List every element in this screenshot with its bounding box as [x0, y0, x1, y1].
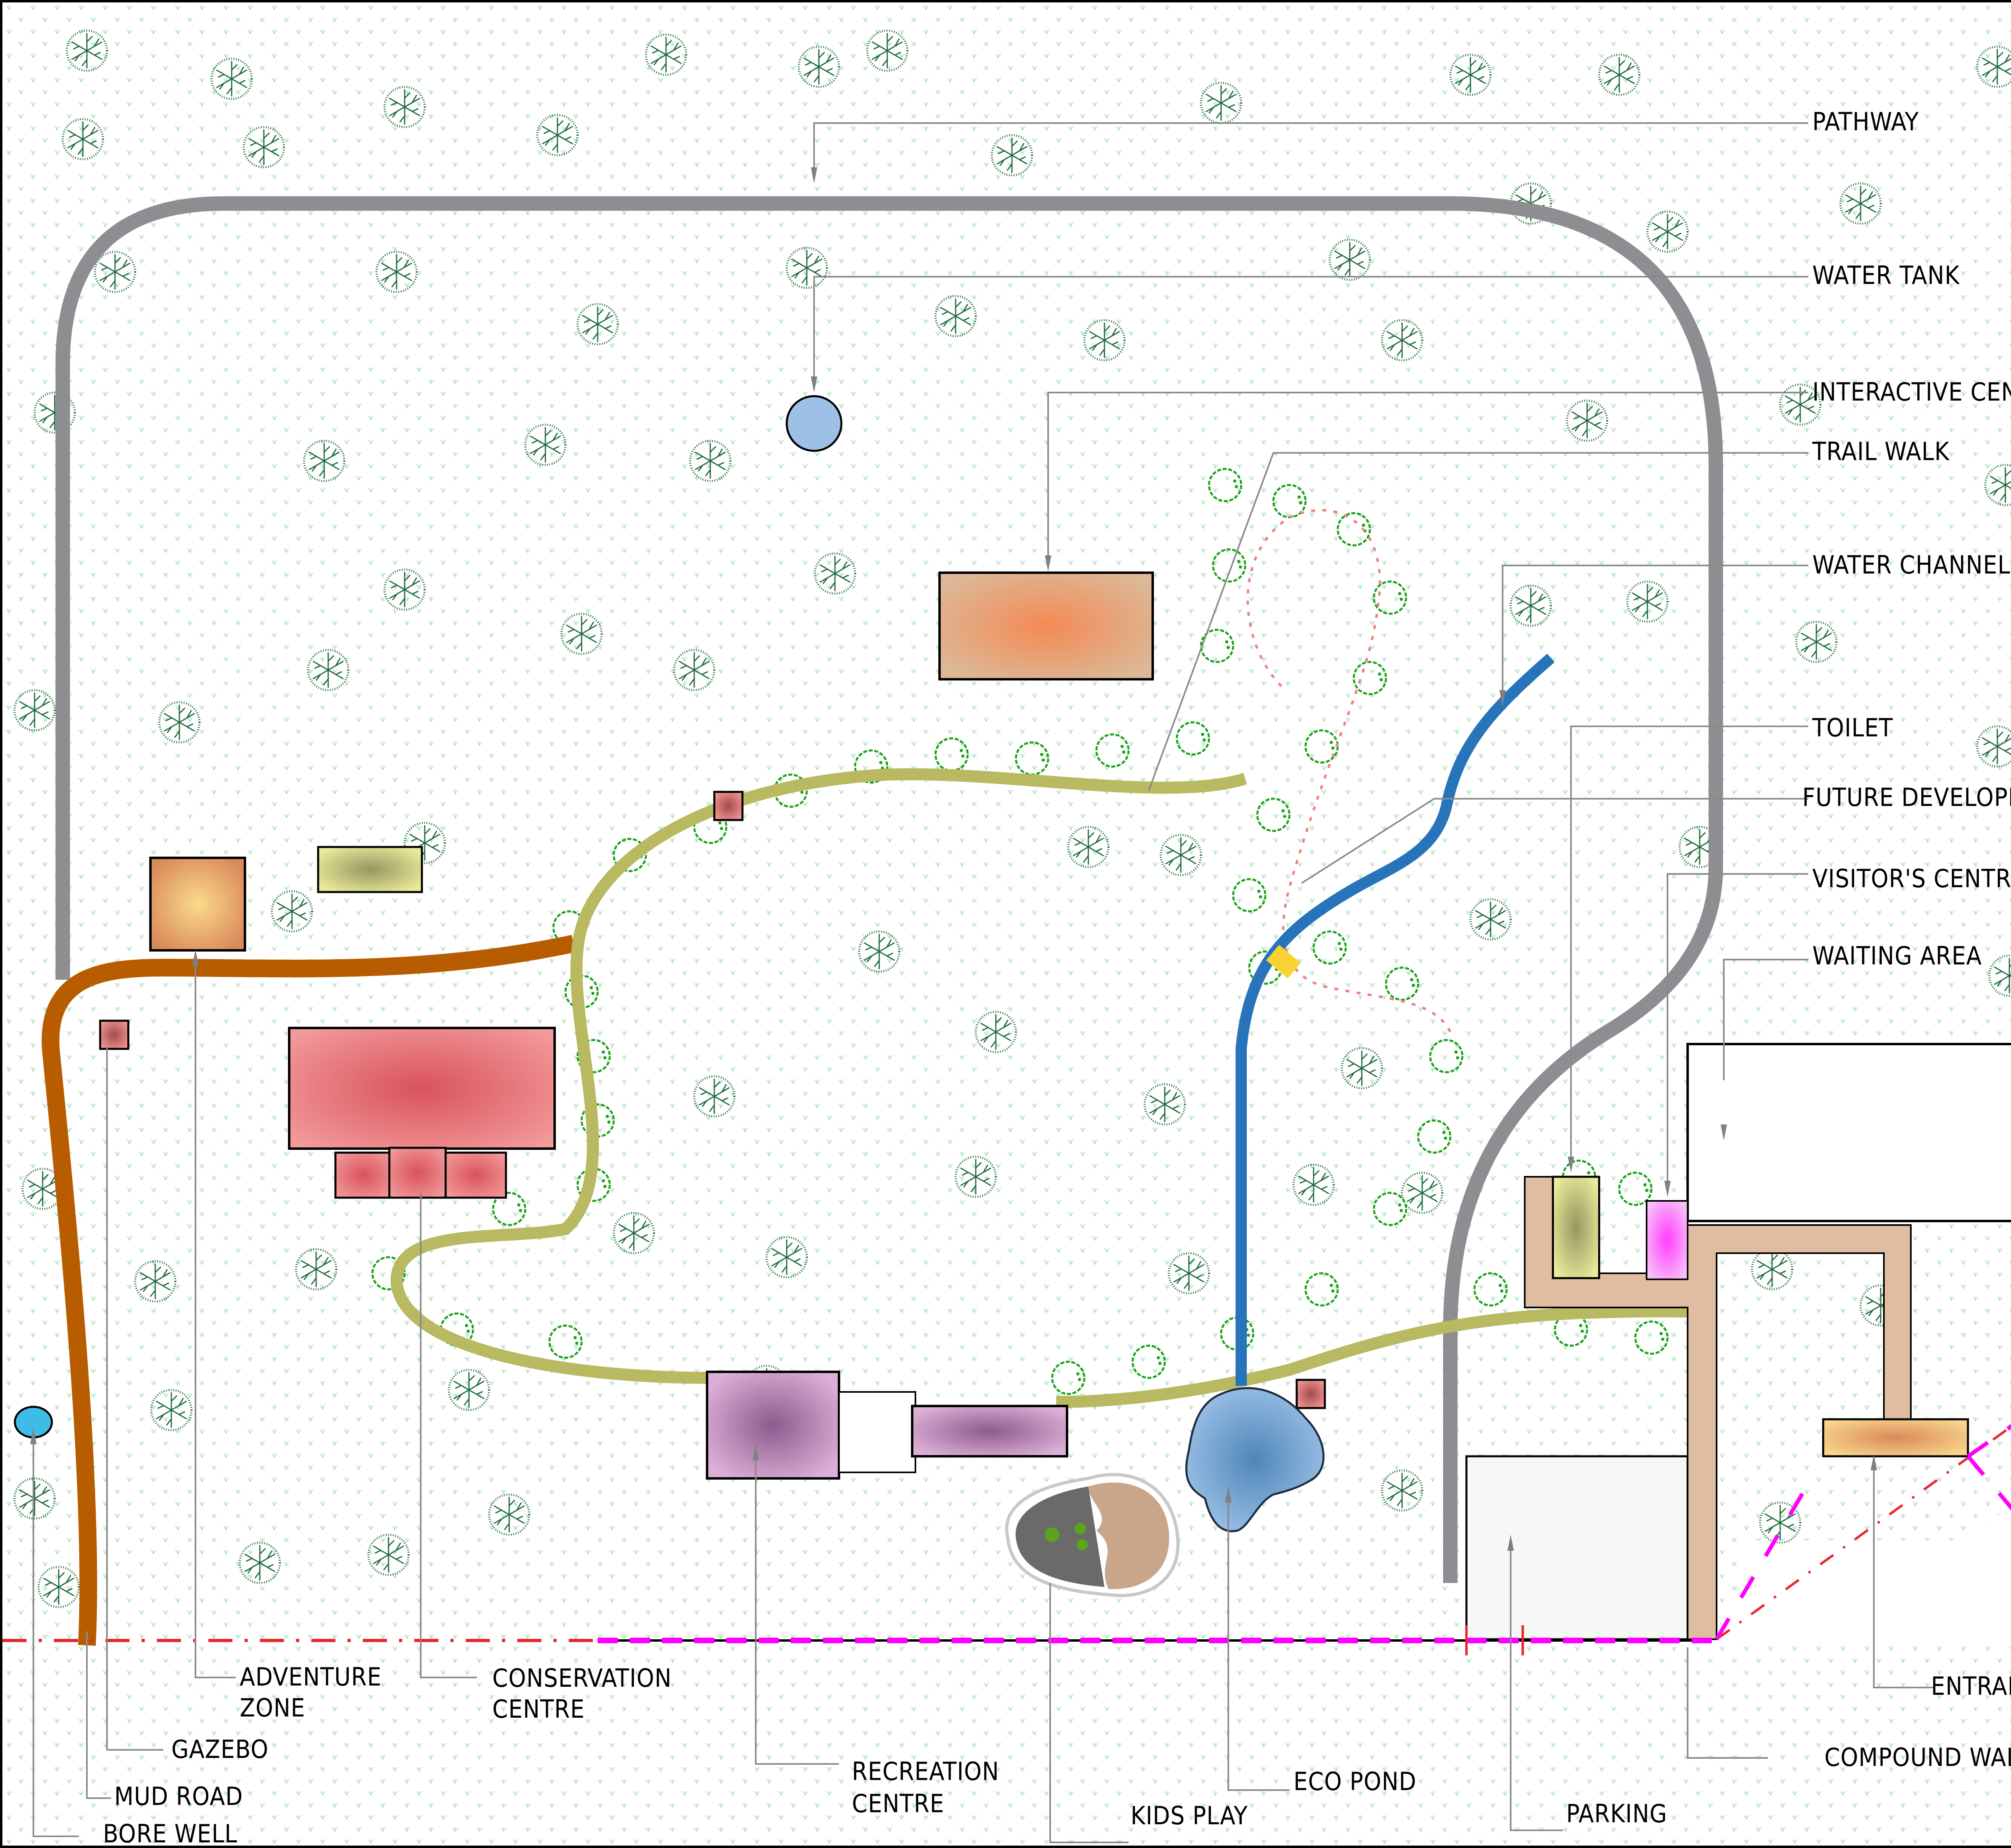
recreation-centre-link	[838, 1391, 916, 1473]
visitors-centre	[1646, 1200, 1688, 1280]
boundary-diagonal	[1716, 1425, 2011, 1640]
water-channel	[1236, 654, 1555, 1386]
label-kids-play: KIDS PLAY	[1131, 1801, 1248, 1830]
label-interactive-centre: INTERACTIVE CENTRE	[1812, 377, 2011, 407]
water-tank	[785, 395, 843, 452]
label-water-channel: WATER CHANNEL	[1812, 550, 2011, 580]
label-bore-well: BORE WELL	[103, 1819, 237, 1848]
gazebo-west	[99, 1020, 130, 1050]
parking-zone	[1465, 1455, 1689, 1640]
visitor-cluster	[1524, 1176, 1969, 1640]
toilet-block-west	[317, 846, 423, 893]
gazebo-north	[713, 791, 744, 821]
label-water-tank: WATER TANK	[1812, 261, 1960, 290]
entrance-plaza	[1714, 1505, 2011, 1639]
recreation-centre-annex	[911, 1405, 1068, 1457]
toilet-block-east	[1552, 1176, 1600, 1279]
waiting-area-zone	[1686, 1043, 2011, 1222]
label-conservation-centre-2: CENTRE	[492, 1694, 585, 1724]
pathway	[56, 196, 1723, 1583]
trail-walk	[390, 768, 1688, 1408]
gazebo-pond	[1295, 1379, 1326, 1409]
adventure-zone	[149, 857, 246, 952]
label-future-development: FUTURE DEVELOPMENT	[1802, 783, 2011, 812]
label-adventure-zone-1: ADVENTURE	[240, 1662, 382, 1692]
label-conservation-centre-1: CONSERVATION	[492, 1663, 672, 1693]
label-recreation-centre-1: RECREATION	[852, 1757, 999, 1786]
leader-lines	[33, 122, 1933, 1843]
conservation-centre-wing-3	[444, 1151, 507, 1199]
label-pathway: PATHWAY	[1812, 107, 1919, 136]
conservation-centre-wing-2	[388, 1147, 447, 1199]
kids-play	[1005, 1473, 1180, 1597]
label-waiting-area: WAITING AREA	[1812, 941, 1982, 970]
labels-bottom: ADVENTURE ZONE CONSERVATION CENTRE GAZEB…	[103, 1662, 2011, 1848]
conservation-centre-wing-1	[334, 1151, 393, 1199]
label-toilet: TOILET	[1812, 713, 1893, 742]
recreation-centre-main	[706, 1371, 840, 1480]
label-mud-road: MUD ROAD	[114, 1782, 243, 1811]
label-gazebo: GAZEBO	[171, 1735, 269, 1764]
eco-pond	[1185, 1387, 1325, 1532]
label-compound-wall: COMPOUND WALL	[1824, 1743, 2011, 1772]
future-development-marker	[1266, 945, 1301, 978]
conservation-centre	[288, 1027, 556, 1150]
mud-road	[41, 935, 576, 1646]
entrance-arch	[1822, 1418, 1969, 1457]
label-eco-pond: ECO POND	[1293, 1767, 1417, 1796]
labels-right: PATHWAY WATER TANK INTERACTIVE CENTRE TR…	[1802, 107, 2011, 970]
label-trail-walk: TRAIL WALK	[1812, 437, 1950, 466]
label-adventure-zone-2: ZONE	[240, 1693, 305, 1723]
label-visitors-centre: VISITOR'S CENTRE	[1812, 864, 2011, 893]
leader-arrow-icons	[30, 167, 1877, 1551]
label-entrance-arch: ENTRANCE ARCH	[1931, 1671, 2011, 1701]
interactive-centre	[938, 571, 1154, 680]
label-recreation-centre-2: CENTRE	[852, 1789, 944, 1818]
label-parking: PARKING	[1566, 1799, 1668, 1828]
